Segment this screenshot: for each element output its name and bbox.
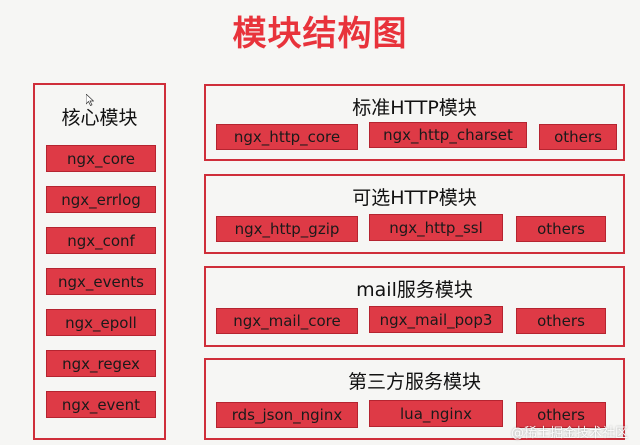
core-module-box: ngx_epoll xyxy=(46,309,156,336)
core-module-title: 核心模块 xyxy=(61,107,138,129)
optional-http-panel: 可选HTTP模块 ngx_http_gzip ngx_http_ssl othe… xyxy=(204,174,625,254)
module-box: lua_nginx xyxy=(369,400,503,427)
mail-module-panel: mail服务模块 ngx_mail_core ngx_mail_pop3 oth… xyxy=(204,266,625,347)
standard-http-title: 标准HTTP模块 xyxy=(352,97,477,119)
module-box: ngx_http_charset xyxy=(369,122,527,148)
module-box: ngx_http_gzip xyxy=(216,216,358,242)
module-box: ngx_http_core xyxy=(216,124,358,150)
optional-http-title: 可选HTTP模块 xyxy=(352,187,477,209)
core-module-box: ngx_core xyxy=(46,145,156,172)
module-box: ngx_http_ssl xyxy=(369,214,503,241)
core-module-box: ngx_regex xyxy=(46,350,156,377)
third-party-title: 第三方服务模块 xyxy=(347,371,481,393)
core-module-box: ngx_errlog xyxy=(46,186,156,213)
mail-module-title: mail服务模块 xyxy=(356,279,473,301)
module-box: ngx_mail_pop3 xyxy=(369,306,503,333)
module-box: others xyxy=(516,308,606,334)
module-box: ngx_mail_core xyxy=(216,308,358,334)
standard-http-panel: 标准HTTP模块 ngx_http_core ngx_http_charset … xyxy=(204,84,625,161)
core-module-box: ngx_events xyxy=(46,268,156,295)
module-box: others xyxy=(516,216,606,242)
core-module-box: ngx_event xyxy=(46,391,156,418)
module-box: rds_json_nginx xyxy=(216,402,358,428)
diagram-title: 模块结构图 xyxy=(232,14,408,54)
third-party-panel: 第三方服务模块 rds_json_nginx lua_nginx others xyxy=(204,358,625,440)
core-module-panel: 核心模块 ngx_core ngx_errlog ngx_conf ngx_ev… xyxy=(33,83,166,440)
module-box: others xyxy=(516,402,606,428)
mouse-cursor-icon xyxy=(86,94,94,106)
core-module-box: ngx_conf xyxy=(46,227,156,254)
watermark: @稀土掘金技术社区 xyxy=(510,426,628,441)
module-box: others xyxy=(539,124,617,150)
